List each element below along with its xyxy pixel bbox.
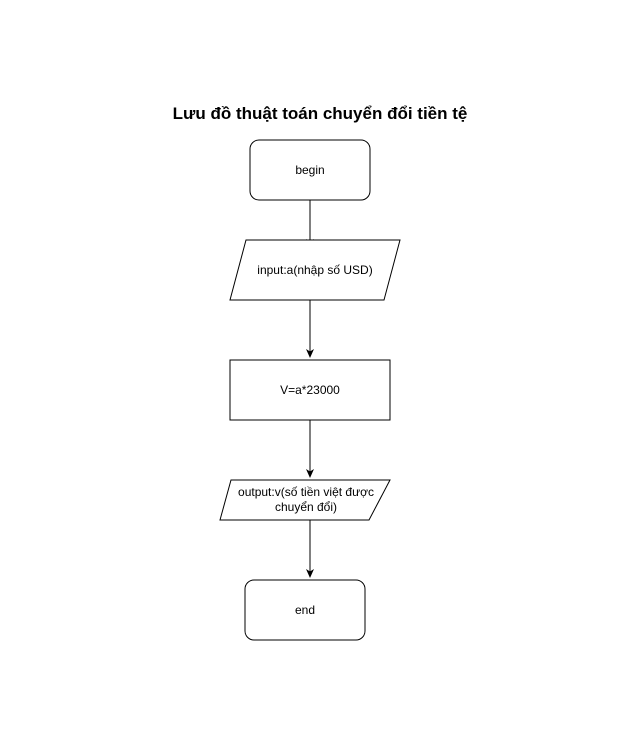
diagram-title: Lưu đồ thuật toán chuyển đổi tiền tệ	[172, 104, 468, 123]
start-node-label: begin	[295, 162, 325, 177]
input-node	[229, 239, 401, 301]
end-node-label: end	[294, 602, 316, 617]
process-node-label: V=a*23000	[280, 382, 340, 397]
output-node	[219, 479, 391, 521]
input-node-label: input:a(nhập số USD)	[257, 262, 373, 277]
end-node	[244, 579, 366, 641]
output-node-label: output:v(số tiền việt được chuyển đổi)	[238, 485, 374, 514]
